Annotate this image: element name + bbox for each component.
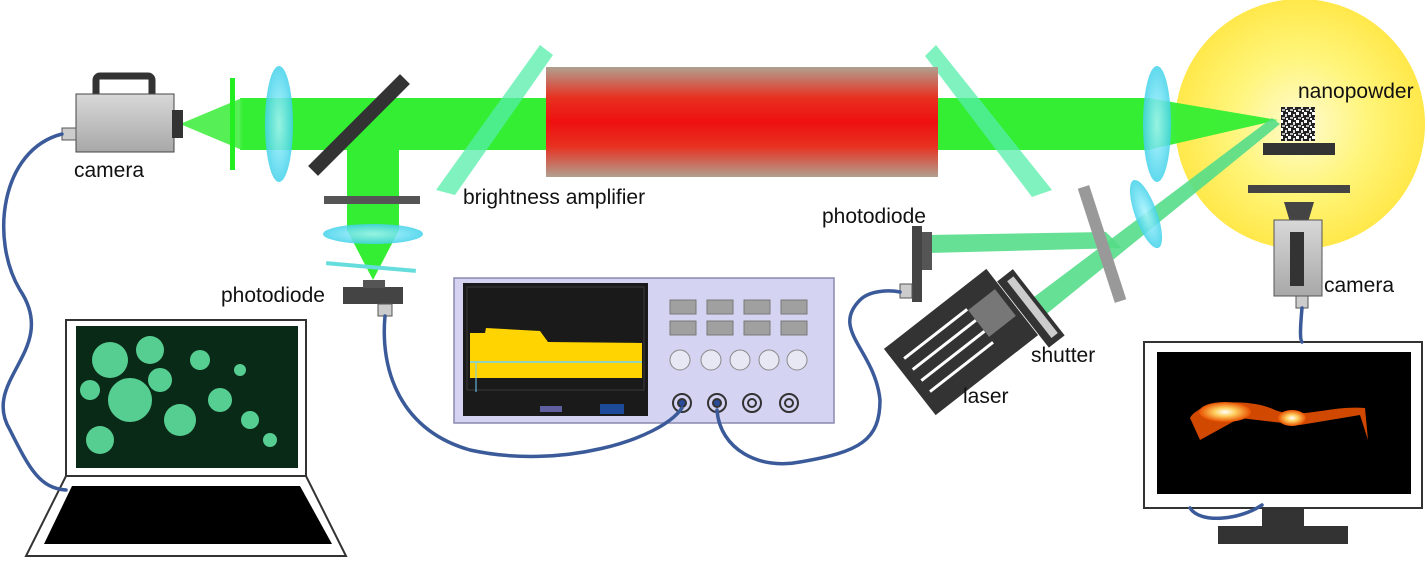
beam-splitter — [308, 74, 410, 176]
lens-right — [1143, 66, 1171, 182]
monitor — [1143, 341, 1423, 544]
label-laser: laser — [963, 385, 1009, 408]
label-photodiode-left: photodiode — [221, 284, 325, 307]
oscilloscope-knobs — [669, 349, 808, 371]
lens-photodiode — [323, 224, 423, 244]
oscilloscope-inputs — [672, 393, 799, 413]
laser-device — [883, 268, 1039, 416]
laser-beam-to-photodiode — [928, 232, 1122, 253]
filter-photodiode — [324, 196, 420, 204]
filter-left — [230, 78, 235, 170]
probe-beam-branch — [347, 130, 399, 230]
sample-stage — [1263, 143, 1335, 155]
label-camera-right: camera — [1324, 274, 1394, 297]
oscilloscope-trace — [470, 328, 642, 378]
label-brightness-amplifier: brightness amplifier — [463, 186, 645, 209]
amplifier-body — [546, 67, 938, 177]
left-photodiode — [343, 280, 403, 317]
lens-laser — [1129, 179, 1163, 249]
label-camera-left: camera — [74, 159, 144, 182]
cables — [1, 132, 1304, 520]
shutter-device — [997, 269, 1065, 348]
beam-splitter-right — [1077, 185, 1127, 303]
laptop — [24, 319, 348, 557]
label-photodiode-right: photodiode — [822, 205, 926, 228]
oscilloscope-buttons — [669, 299, 808, 336]
oscilloscope — [453, 277, 835, 424]
probe-beam-focus-left — [180, 98, 242, 150]
nanopowder-sample — [1281, 107, 1315, 141]
right-camera — [1273, 202, 1323, 309]
lens-left — [265, 66, 293, 182]
sample-filter — [1248, 185, 1350, 193]
probe-beam-main — [1148, 98, 1278, 150]
amplifier-right-prism — [925, 45, 1052, 197]
label-nanopowder: nanopowder — [1298, 80, 1414, 103]
amplifier-left-prism — [436, 45, 553, 195]
filter-photodiode-tilted — [325, 261, 417, 273]
right-photodiode — [899, 226, 932, 302]
label-shutter: shutter — [1031, 344, 1095, 367]
left-camera — [61, 72, 183, 153]
